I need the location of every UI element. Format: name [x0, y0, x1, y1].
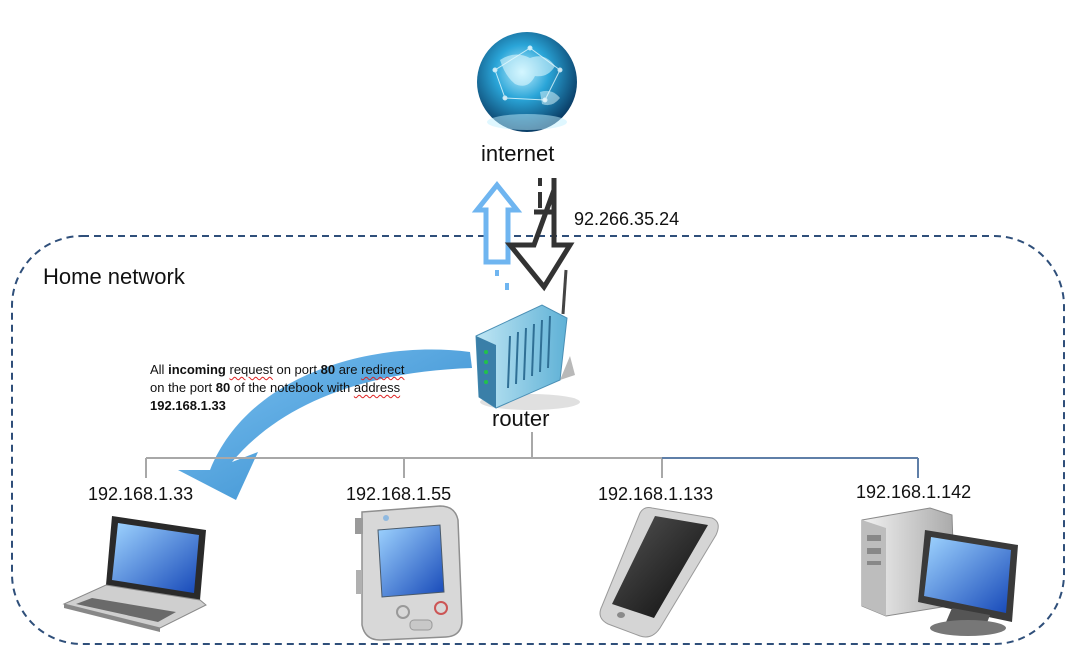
- note-text: on port: [276, 362, 317, 377]
- laptop-icon: [62, 516, 207, 632]
- note-text: request: [229, 362, 273, 377]
- router-label: router: [492, 406, 550, 431]
- pda-icon: [355, 505, 463, 641]
- note-text: on the port: [150, 380, 213, 395]
- note-text: are: [338, 362, 358, 377]
- note-text-bold: incoming: [168, 362, 226, 377]
- note-text: address: [353, 380, 401, 395]
- note-text: redirect: [361, 362, 405, 377]
- redirect-arrow-icon: [178, 349, 472, 500]
- note-text: All: [150, 362, 165, 377]
- device-ip-label: 192.168.1.133: [598, 484, 714, 504]
- note-port-number: 80: [320, 362, 336, 377]
- router-icon: [475, 269, 580, 410]
- device-ip-label: 192.168.1.142: [856, 482, 972, 502]
- smartphone-icon: [599, 507, 719, 638]
- desktop-pc-icon: [861, 507, 1018, 636]
- internet-label: internet: [481, 141, 555, 166]
- port-forwarding-note: All incoming request on port 80 are redi…: [150, 361, 420, 415]
- globe-icon: [477, 32, 577, 132]
- download-arrow-icon: [504, 178, 575, 292]
- note-port-number: 80: [215, 380, 231, 395]
- home-network-label: Home network: [43, 264, 185, 289]
- note-target-ip: 192.168.1.33: [150, 398, 226, 413]
- upload-arrow-icon: [471, 180, 523, 290]
- public-ip-label: 92.266.35.24: [574, 209, 680, 229]
- device-ip-label: 192.168.1.33: [88, 484, 194, 504]
- note-text: of the notebook with: [233, 380, 351, 395]
- network-connectors: [145, 432, 663, 478]
- device-ip-label: 192.168.1.55: [346, 484, 452, 504]
